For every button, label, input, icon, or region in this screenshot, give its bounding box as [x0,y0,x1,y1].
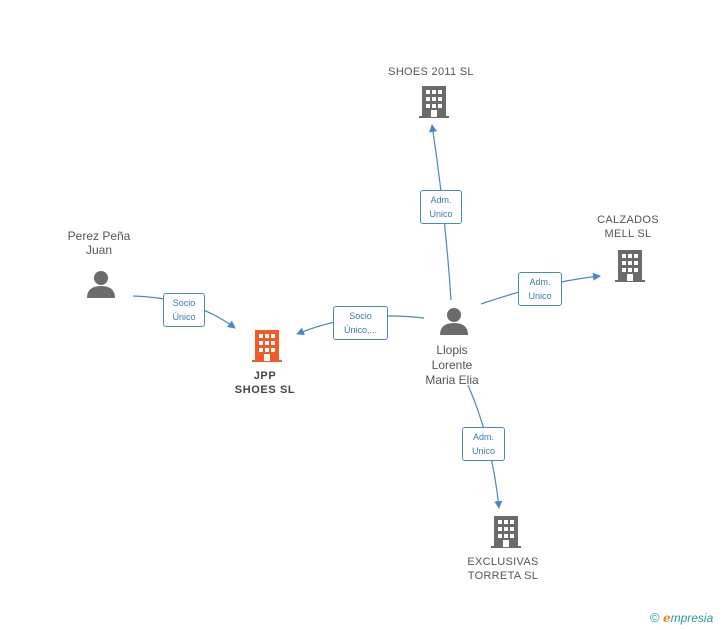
node-name-line: CALZADOS [597,214,659,226]
edge-role-line: Adm. [529,277,551,287]
edge-role-line: Socio [349,311,372,321]
node-name-line: TORRETA SL [467,570,539,582]
brand-logo: © empresia [650,610,713,625]
building-icon[interactable] [419,86,449,118]
node-name-line: EXCLUSIVAS [467,556,539,568]
node-name-line: MELL SL [604,228,652,240]
node-name-line: Maria Elia [425,373,479,387]
edge-role-line: Único,... [343,325,377,335]
brand-logo-e: e [662,611,671,625]
edge-role-line: Unico [528,291,552,301]
building-icon[interactable] [491,516,521,548]
edge-role-line: Socio [172,298,196,308]
node-label-jpp[interactable]: JPP SHOES SL [235,369,295,397]
person-icon[interactable] [87,271,115,298]
node-label-shoes2011[interactable]: SHOES 2011 SL [388,65,474,79]
node-label-perez[interactable]: Perez Peña Juan [68,229,131,257]
edge-label-llopis-jpp[interactable]: Socio Único,... [333,306,388,340]
edge-role-line: Único [172,312,196,322]
edge-label-llopis-shoes2011[interactable]: Adm. Unico [420,190,462,224]
node-name-line: SHOES SL [234,384,296,396]
edge-role-line: Adm. [472,432,494,442]
edge-label-llopis-exclusivas[interactable]: Adm. Unico [462,427,505,461]
node-name-line: JPP [253,370,277,382]
node-name-line: Perez Peña [67,229,131,243]
edge-label-perez-jpp[interactable]: Socio Único [163,293,205,327]
node-label-llopis[interactable]: Llopis Lorente Maria Elia [425,343,478,388]
person-icon[interactable] [440,308,468,335]
node-name-line: Juan [85,243,113,257]
building-icon[interactable] [615,250,645,282]
node-label-calzados[interactable]: CALZADOS MELL SL [597,213,659,241]
brand-logo-text: mpresia [670,611,714,625]
edge-label-llopis-calzados[interactable]: Adm. Unico [518,272,562,306]
building-icon-focus[interactable] [252,330,282,362]
edge-role-line: Adm. [430,195,452,205]
node-name-line: Llopis [436,343,468,357]
node-label-exclusivas[interactable]: EXCLUSIVAS TORRETA SL [467,555,538,583]
node-name: SHOES 2011 SL [388,66,474,78]
edge-role-line: Unico [471,446,495,456]
edge-role-line: Unico [429,209,453,219]
copyright-symbol: © [650,610,660,625]
node-name-line: Lorente [431,358,473,372]
